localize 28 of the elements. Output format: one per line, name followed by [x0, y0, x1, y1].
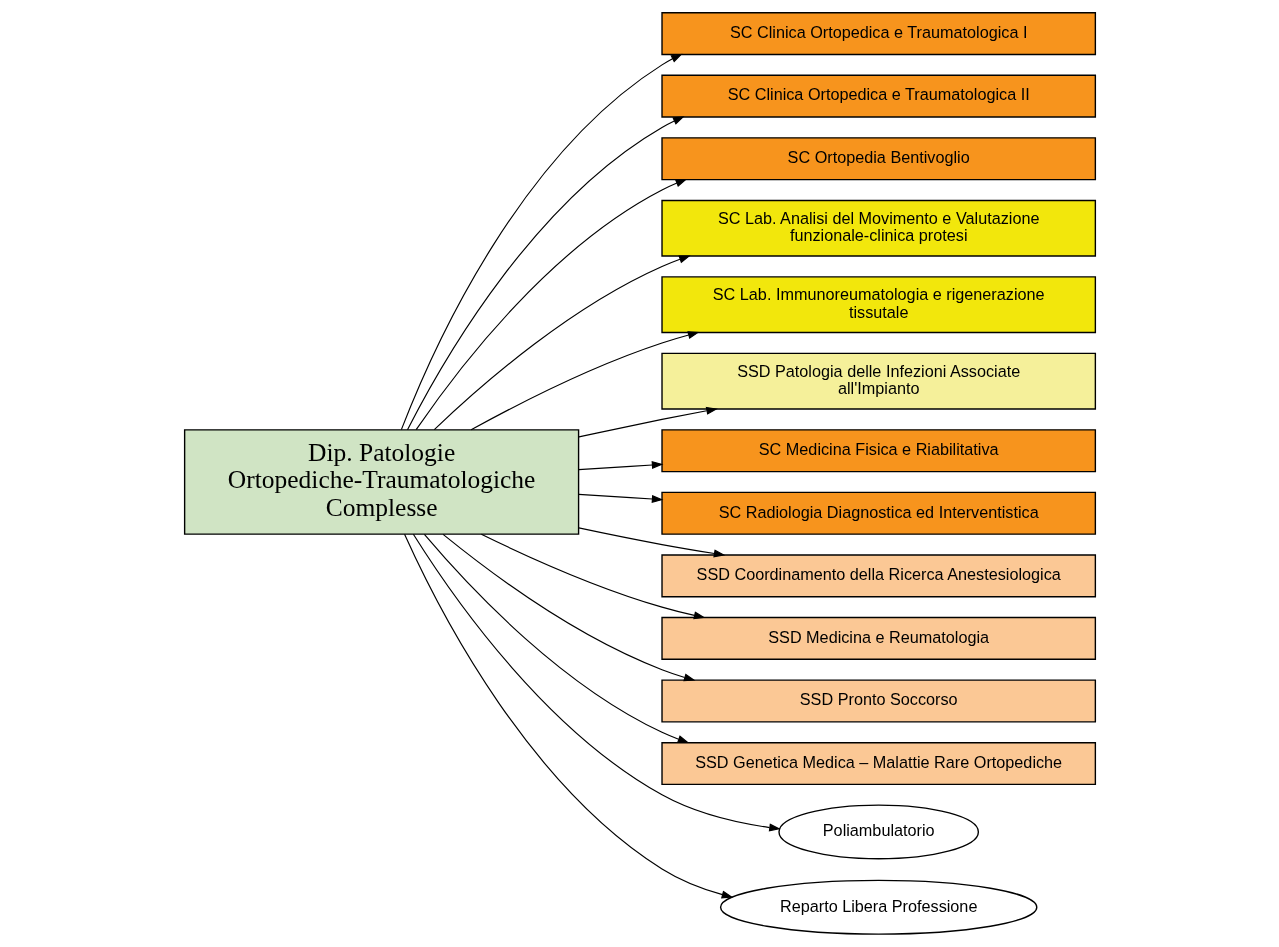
arrow: [412, 533, 781, 832]
node-box: SC Clinica Ortopedica e Traumatologica II: [660, 74, 1096, 118]
node-box: SC Lab. Analisi del Movimento e Valutazione funzionale-clinica protesi: [660, 199, 1096, 257]
arrow: [400, 53, 683, 431]
arrow: [577, 406, 718, 438]
arrow: [577, 493, 663, 504]
node-box: SSD Coordinamento della Ricerca Anestesiologica: [660, 554, 1096, 598]
node-box: SC Medicina Fisica e Riabilitativa: [660, 429, 1096, 473]
node-box: SC Clinica Ortopedica e Traumatologica I: [660, 12, 1096, 56]
node-box: Dip. Patologie Ortopediche-Traumatologiche Complesse: [183, 429, 579, 535]
node-box: SC Radiologia Diagnostica ed Interventistica: [660, 491, 1096, 535]
arrow: [403, 533, 733, 899]
arrow: [442, 533, 695, 682]
arrow: [470, 331, 699, 431]
node-box: SSD Medicina e Reumatologia: [660, 616, 1096, 660]
node-ellipse: Poliambulatorio: [777, 804, 979, 860]
arrow: [577, 460, 663, 471]
node-box: SC Lab. Immunoreumatologia e rigenerazione tissutale: [660, 276, 1096, 334]
arrow: [433, 255, 691, 431]
node-box: SSD Genetica Medica – Malattie Rare Ortopediche: [660, 742, 1096, 786]
arrow: [577, 527, 725, 558]
node-box: SC Ortopedia Bentivoglio: [660, 137, 1096, 181]
arrow: [423, 533, 689, 744]
arrow: [406, 116, 685, 431]
node-box: SSD Patologia delle Infezioni Associate all'Impianto: [660, 352, 1096, 410]
node-box: SSD Pronto Soccorso: [660, 679, 1096, 723]
arrow: [415, 178, 687, 431]
arrow: [480, 533, 705, 620]
